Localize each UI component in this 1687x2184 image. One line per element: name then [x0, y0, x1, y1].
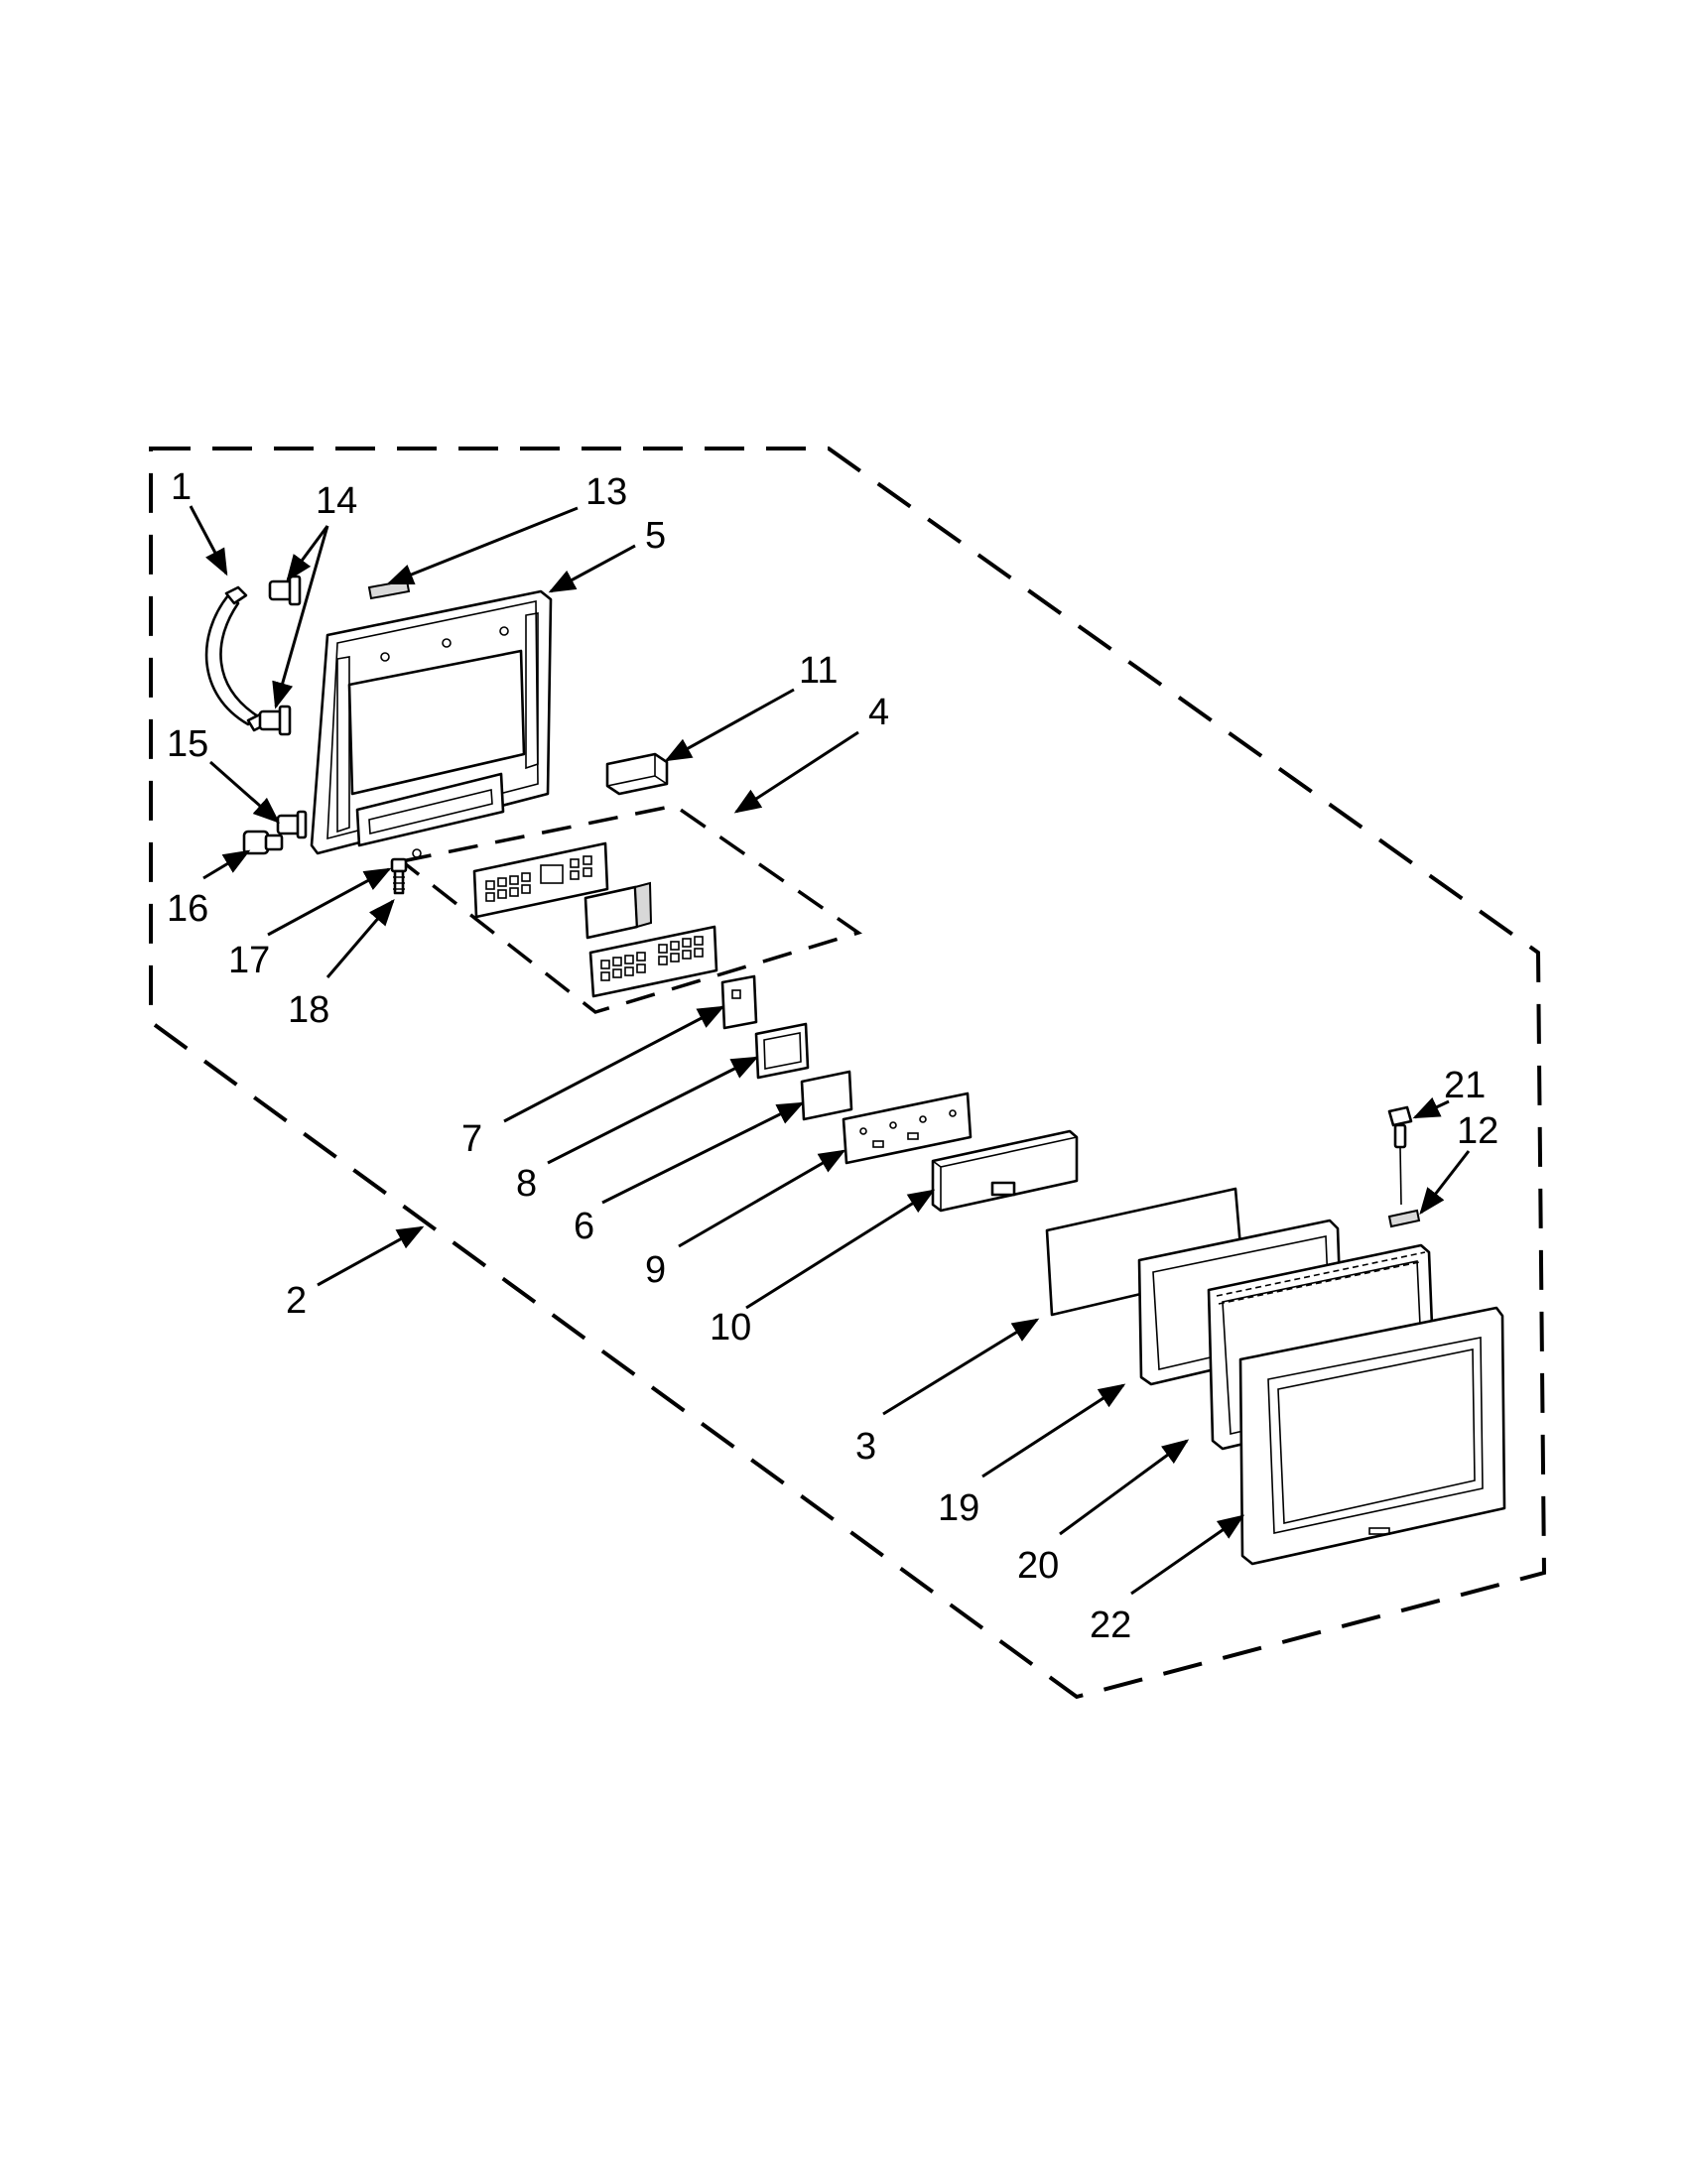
leader-13: [386, 506, 579, 585]
leader-22: [1130, 1514, 1245, 1596]
hinge-bolt: [242, 830, 284, 855]
callout-labels: 1 14 13 5 11 4 15 16 17 18 7 8 6 9 10 2 …: [167, 466, 1498, 1646]
control-board: [842, 1092, 973, 1165]
callout-15: 15: [167, 723, 208, 765]
callout-1: 1: [171, 466, 192, 508]
door-latch-pin: [390, 857, 408, 895]
display-window: [754, 1022, 810, 1080]
leader-20: [1059, 1439, 1190, 1536]
door-inner-panel: [1238, 1306, 1506, 1566]
callout-22: 22: [1090, 1605, 1131, 1646]
door-front-panel: [310, 589, 553, 858]
callout-4: 4: [868, 692, 889, 733]
leader-9: [678, 1149, 846, 1248]
callout-21: 21: [1444, 1065, 1486, 1106]
handle-screw-top: [268, 575, 302, 606]
control-housing: [931, 1129, 1079, 1213]
leader-10: [745, 1189, 936, 1310]
leader-14a: [286, 525, 329, 582]
leader-16: [202, 849, 251, 880]
leader-11: [664, 688, 795, 762]
leader-3: [882, 1318, 1040, 1416]
leader-1: [189, 505, 228, 577]
leader-21: [1412, 1096, 1450, 1119]
callout-9: 9: [645, 1249, 666, 1291]
callout-5: 5: [645, 515, 666, 557]
callout-14: 14: [316, 480, 357, 522]
callout-7: 7: [461, 1118, 482, 1160]
handle-screw-bottom: [258, 705, 292, 736]
leader-4: [733, 730, 859, 814]
leader-8: [547, 1056, 759, 1165]
leader-18: [325, 898, 395, 978]
leader-15: [209, 760, 281, 824]
control-overlay-spacer: [584, 881, 653, 940]
callout-8: 8: [516, 1163, 537, 1205]
leader-lines: [189, 505, 1471, 1596]
callout-20: 20: [1017, 1545, 1059, 1587]
callout-19: 19: [938, 1487, 979, 1529]
hinge-bracket: [605, 752, 669, 796]
callout-6: 6: [574, 1206, 594, 1247]
hinge-screw: [276, 810, 308, 839]
callout-18: 18: [288, 989, 329, 1031]
callout-2: 2: [286, 1280, 307, 1322]
callout-12: 12: [1457, 1110, 1498, 1152]
callout-13: 13: [585, 471, 627, 513]
callout-17: 17: [228, 940, 270, 981]
leader-12: [1419, 1150, 1471, 1216]
control-overlay-top: [472, 841, 609, 919]
door-handle: [204, 585, 268, 732]
leader-19: [981, 1383, 1126, 1478]
callout-3: 3: [855, 1426, 876, 1468]
leader-6: [601, 1101, 805, 1205]
membrane-board: [800, 1070, 853, 1121]
leader-14b: [272, 525, 329, 709]
leader-17: [267, 867, 392, 937]
control-panel-subassembly-boundary: [397, 804, 862, 1014]
assembly-boundary: [149, 447, 1547, 1700]
control-overlay-bottom: [588, 925, 718, 998]
callout-10: 10: [710, 1307, 751, 1349]
leader-2: [317, 1225, 425, 1287]
callout-16: 16: [167, 888, 208, 930]
leader-7: [503, 1005, 725, 1123]
door-plate: [1387, 1209, 1421, 1228]
callout-11: 11: [799, 650, 838, 692]
display-board: [720, 974, 758, 1030]
door-screw: [1387, 1105, 1413, 1206]
leader-5: [548, 544, 636, 593]
